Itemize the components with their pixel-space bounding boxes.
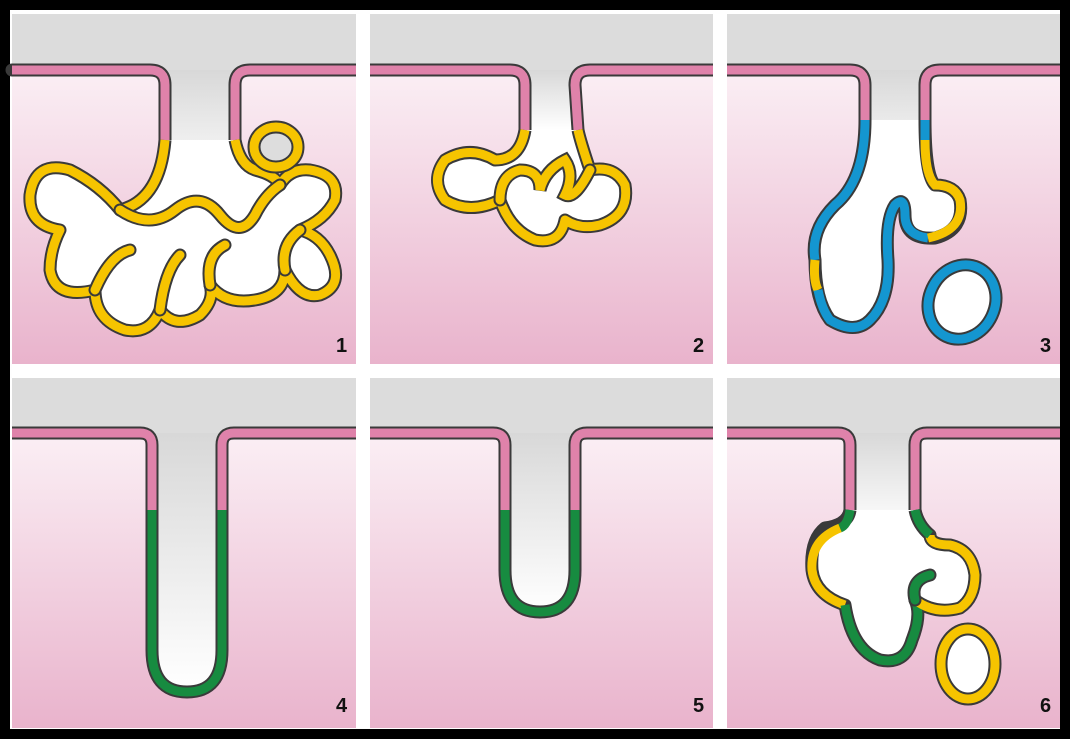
- panel-5: 5: [370, 378, 713, 728]
- panel-label-2: 2: [693, 335, 704, 357]
- panel-3: 3: [727, 14, 1060, 364]
- panel-label-4: 4: [336, 695, 348, 717]
- panel-6: 6: [727, 378, 1060, 728]
- panel-label-6: 6: [1040, 695, 1051, 717]
- panel-label-5: 5: [693, 695, 704, 717]
- panel-label-3: 3: [1040, 335, 1051, 357]
- panel-1: 1: [12, 14, 356, 364]
- panel-label-1: 1: [336, 335, 347, 357]
- panel-2: 2: [370, 14, 713, 364]
- panel-4: 4: [12, 378, 356, 728]
